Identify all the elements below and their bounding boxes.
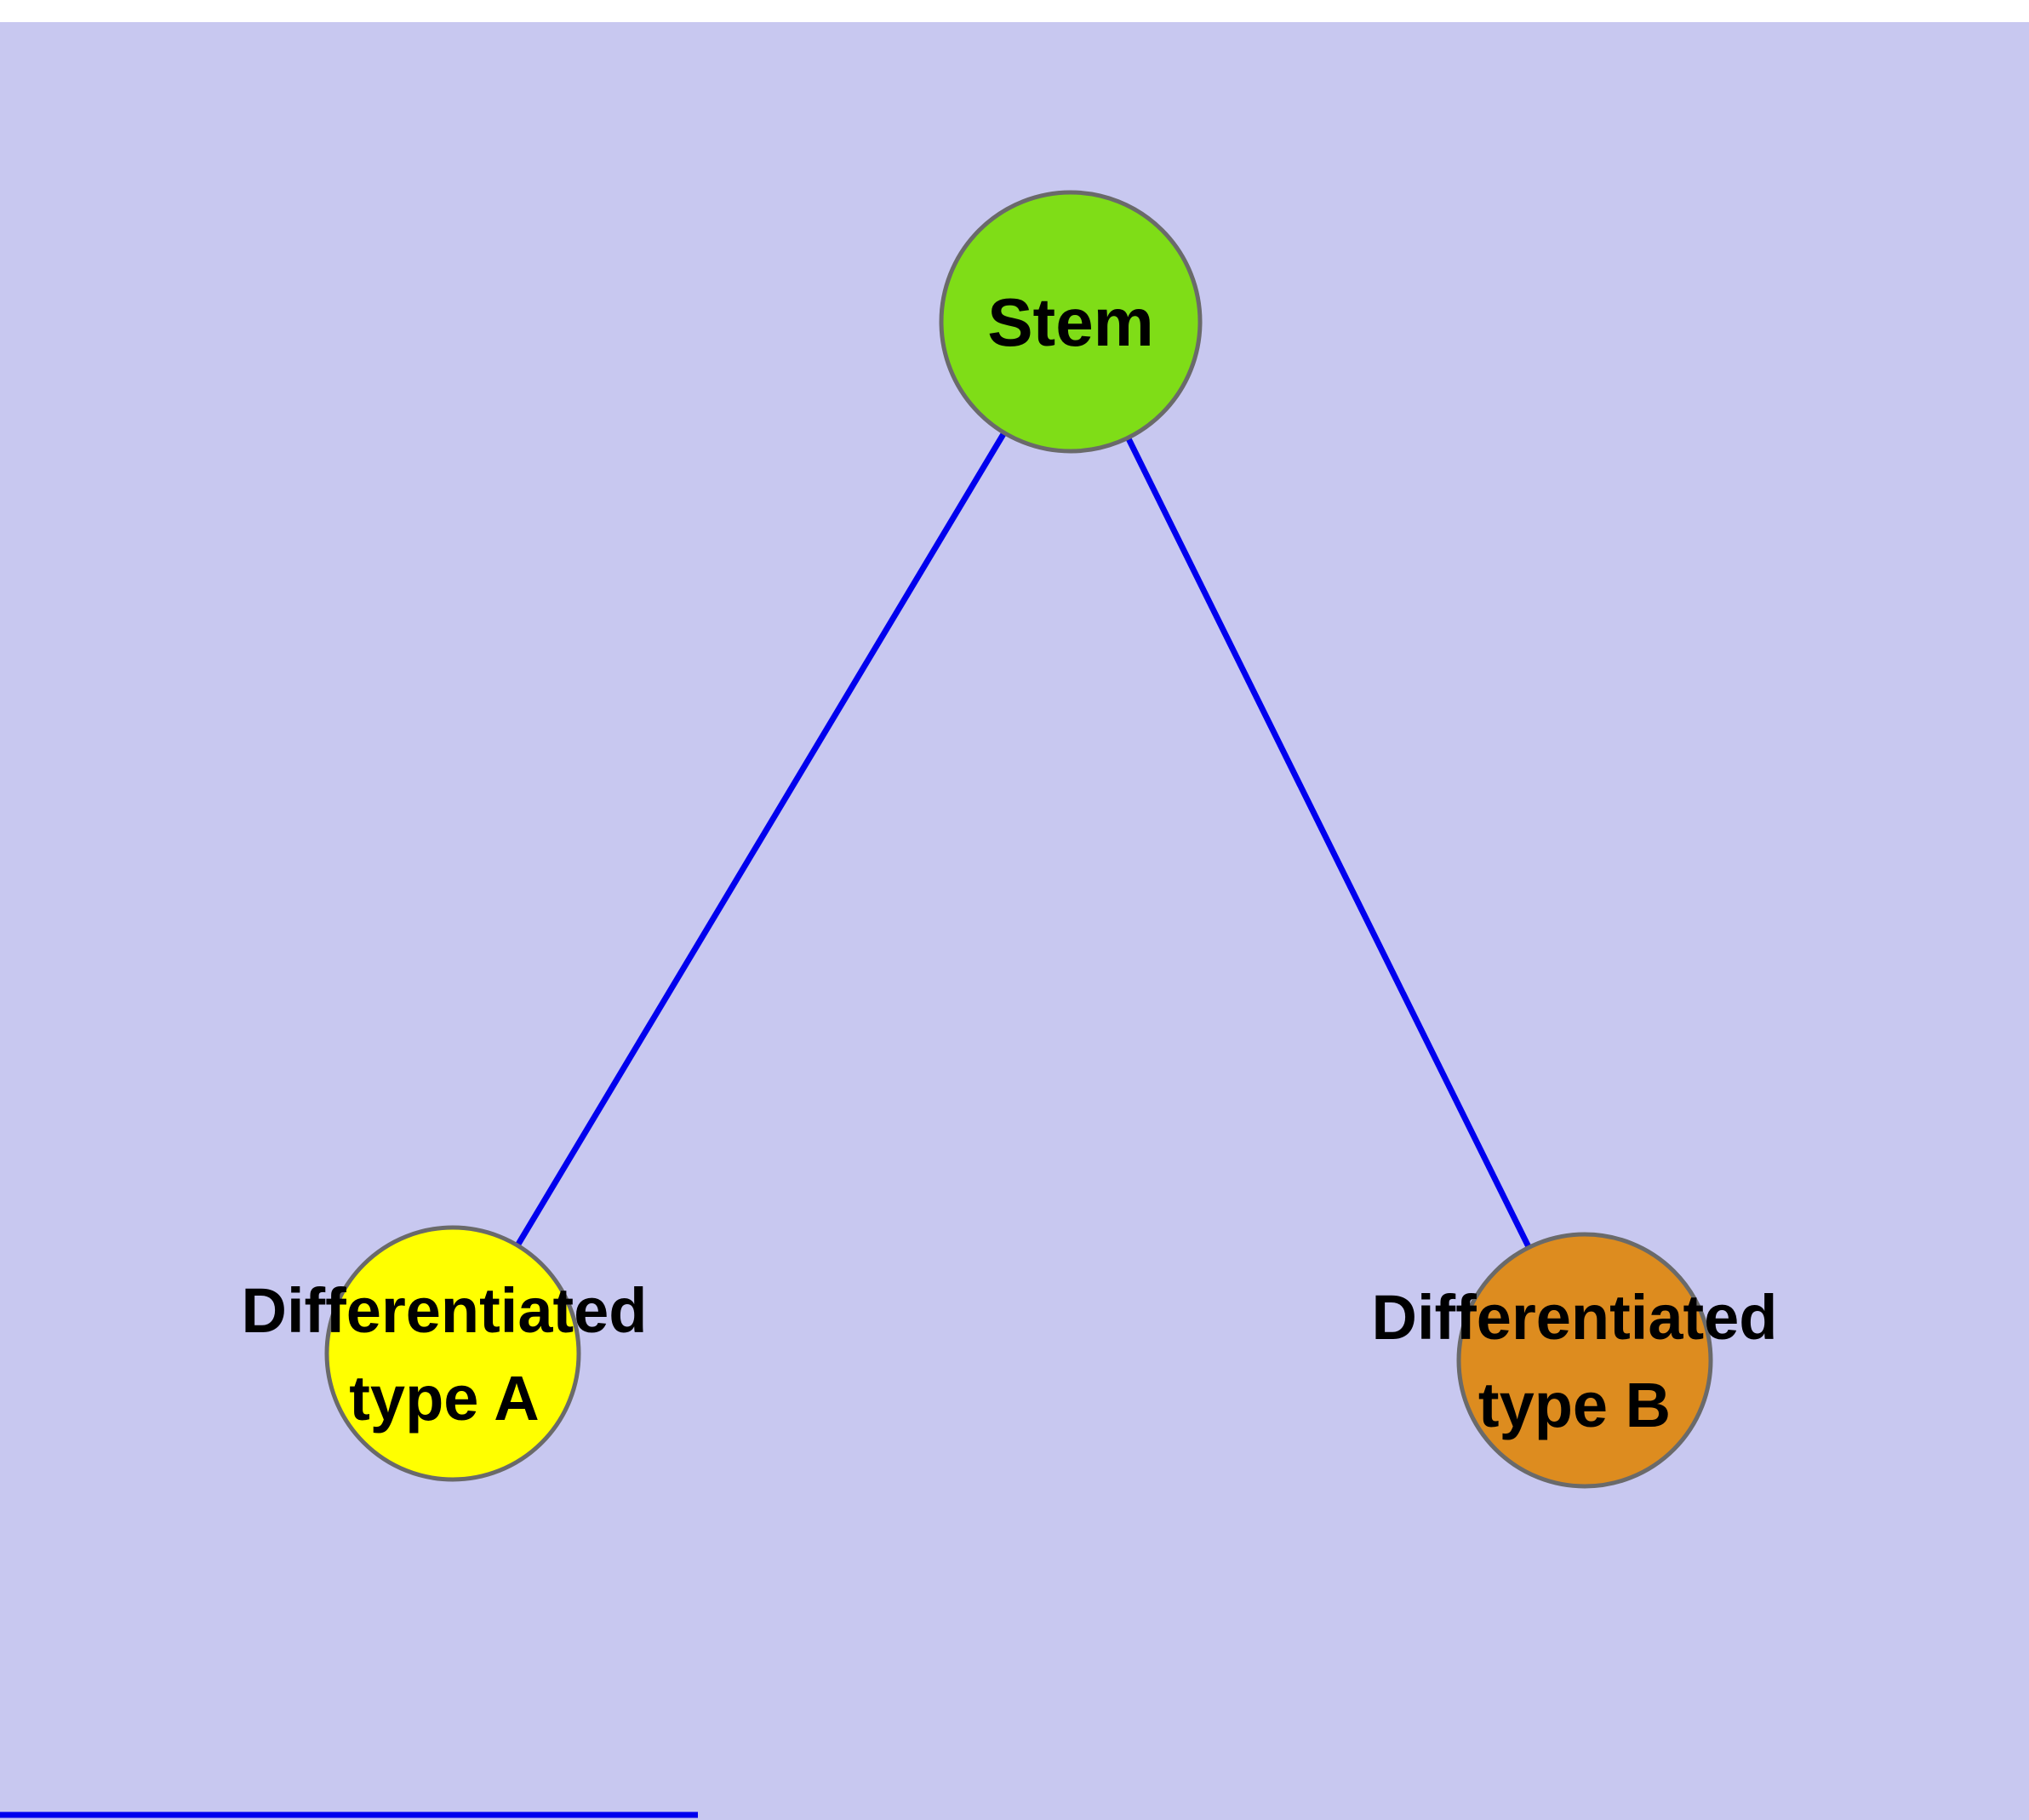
differentiated-type-a-label-line2: type A — [349, 1363, 539, 1434]
differentiated-type-b-node-circle — [1456, 1232, 1713, 1489]
differentiated-type-b-label-line1: Differentiated — [1372, 1282, 1778, 1353]
differentiated-type-a-node-circle — [324, 1225, 581, 1482]
differentiated-type-b-label-line2: type B — [1478, 1370, 1671, 1440]
stem-node-circle — [939, 190, 1203, 454]
differentiated-type-a-label-line1: Differentiated — [242, 1275, 648, 1346]
edge-stem-to-type-b — [1067, 320, 1588, 1362]
edge-stem-to-type-a — [449, 320, 1074, 1355]
stem-node-label: Stem — [987, 284, 1154, 360]
